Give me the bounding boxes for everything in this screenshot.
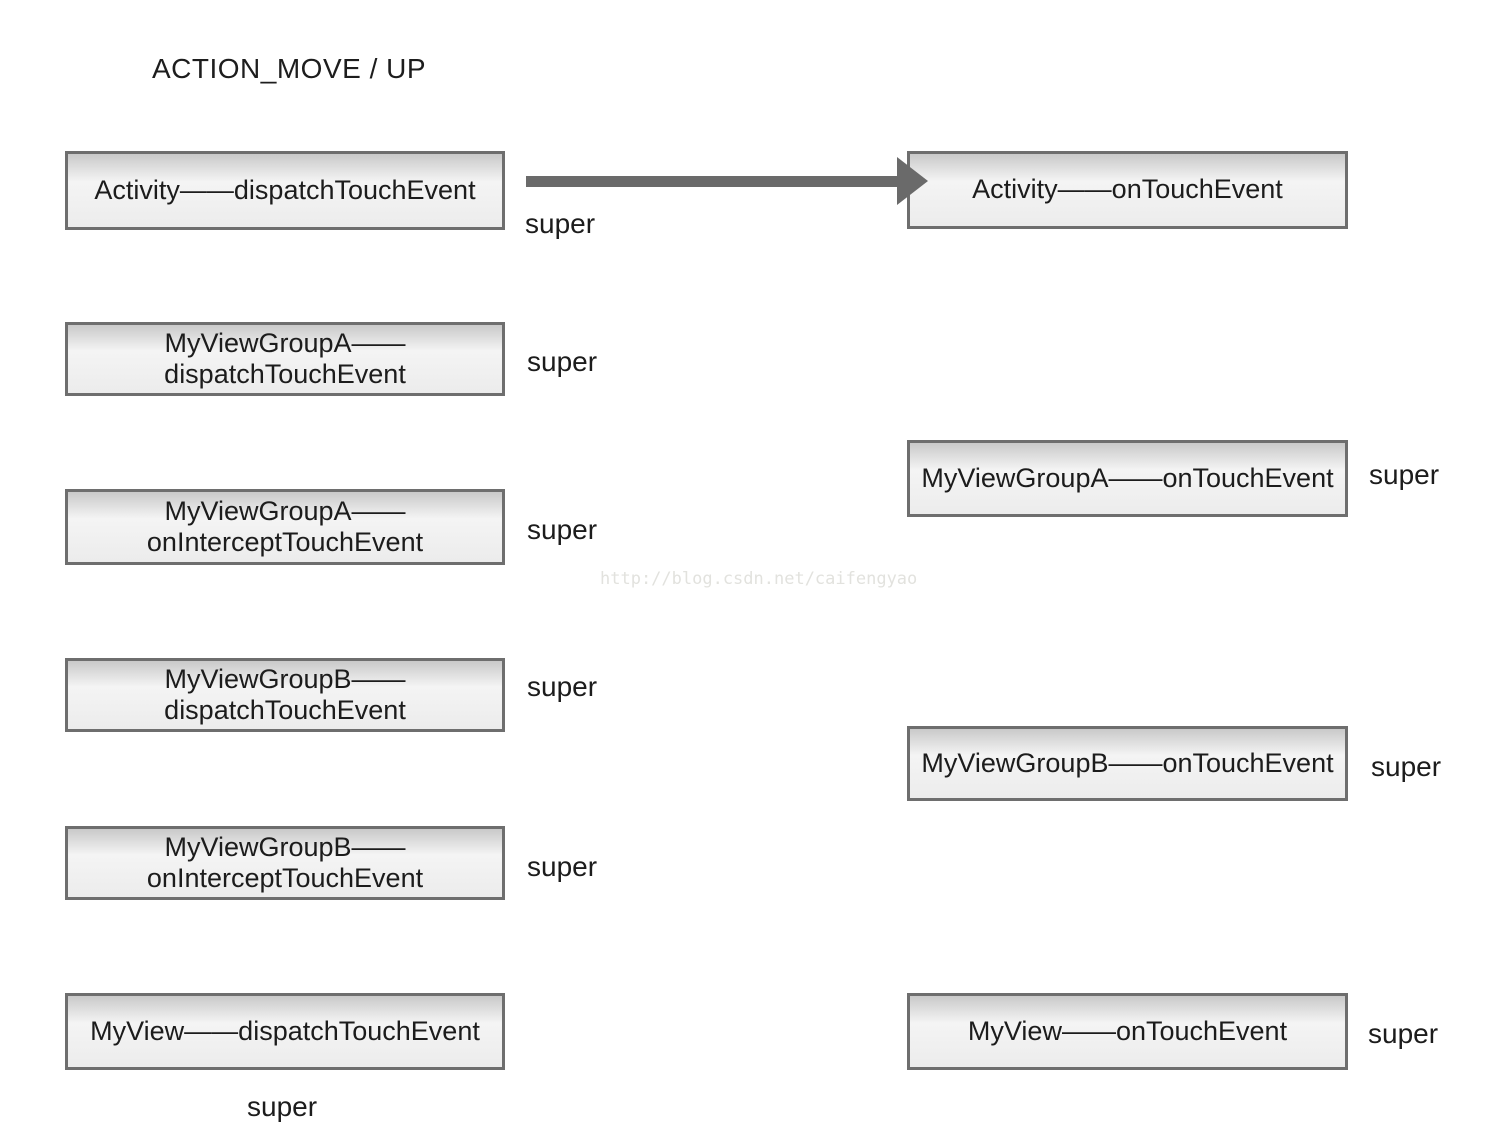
super-label-myview-dispatch: super [247, 1091, 318, 1122]
node-myviewgroupa-dispatchtouchevent: MyViewGroupA—— dispatchTouchEvent [65, 322, 505, 396]
node-myviewgroupa-ontouchevent: MyViewGroupA——onTouchEvent [907, 440, 1348, 517]
node-myviewgroupb-dispatchtouchevent: MyViewGroupB—— dispatchTouchEvent [65, 658, 505, 732]
node-myview-dispatchtouchevent: MyView——dispatchTouchEvent [65, 993, 505, 1070]
watermark-text: http://blog.csdn.net/caifengyao [600, 569, 918, 589]
super-label-groupa-intercept: super [527, 514, 598, 545]
node-myviewgroupb-ontouchevent: MyViewGroupB——onTouchEvent [907, 726, 1348, 801]
super-label-groupb-intercept: super [527, 851, 598, 882]
node-myviewgroupa-onintercepttouchevent: MyViewGroupA—— onInterceptTouchEvent [65, 489, 505, 565]
node-myview-ontouchevent: MyView——onTouchEvent [907, 993, 1348, 1070]
super-label-myview-ontouch: super [1368, 1018, 1439, 1049]
super-label-groupa-ontouch: super [1369, 459, 1440, 490]
node-myviewgroupb-onintercepttouchevent: MyViewGroupB—— onInterceptTouchEvent [65, 826, 505, 900]
node-activity-ontouchevent: Activity——onTouchEvent [907, 151, 1348, 229]
arrow-head-icon [897, 157, 928, 205]
super-label-groupa-dispatch: super [527, 346, 598, 377]
diagram-title: ACTION_MOVE / UP [152, 53, 427, 84]
super-label-groupb-dispatch: super [527, 671, 598, 702]
super-label-activity-dispatch: super [525, 208, 596, 239]
super-label-groupb-ontouch: super [1371, 751, 1442, 782]
dispatch-arrow-shaft [526, 176, 897, 187]
node-activity-dispatchtouchevent: Activity——dispatchTouchEvent [65, 151, 505, 230]
